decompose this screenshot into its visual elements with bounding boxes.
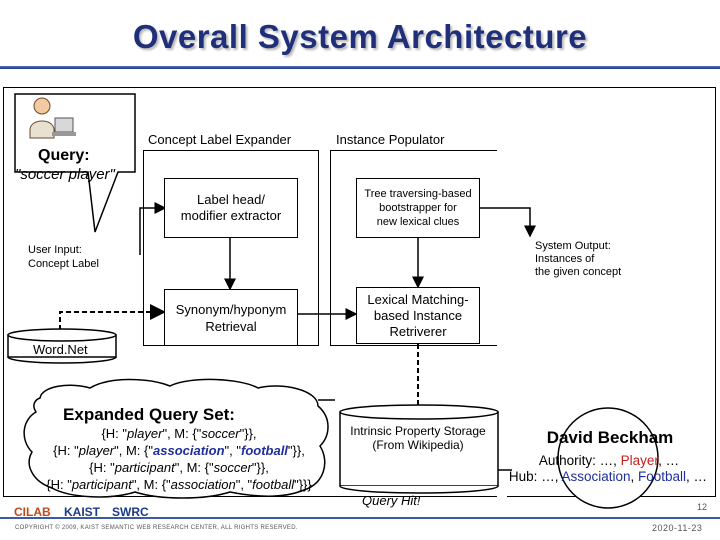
user-input-line1: User Input: — [28, 244, 82, 256]
input-arrow — [139, 202, 167, 255]
system-output-line3: the given concept — [535, 266, 622, 278]
query-hit-label: Query Hit! — [362, 493, 421, 508]
label-head-extractor-box: Label head/ modifier extractor — [164, 178, 298, 238]
storage-database-shape — [339, 404, 499, 494]
panel-gap — [497, 140, 507, 505]
expander-title: Concept Label Expander — [148, 132, 292, 147]
wordnet-dashed-link — [59, 304, 166, 330]
expanded-query-line-2: {H: "player", M: {"association", "footba… — [53, 443, 305, 458]
swrc-logo: SWRC — [112, 505, 149, 519]
storage-line1: Intrinsic Property Storage — [350, 424, 486, 438]
matching-line2: based Instance — [373, 307, 463, 323]
system-output-label: System Output: Instances of the given co… — [535, 240, 665, 279]
user-person-icon — [29, 97, 76, 139]
copyright-text: COPYRIGHT © 2009, KAIST SEMANTIC WEB RES… — [15, 525, 298, 531]
expanded-query-title: Expanded Query Set: — [63, 405, 235, 424]
expanded-query-line-3: {H: "participant", M: {"soccer"}}, — [89, 460, 269, 475]
matching-line3: Retriverer — [389, 323, 447, 339]
tree-bootstrapper-box: Tree traversing-based bootstrapper for n… — [356, 178, 480, 238]
storage-line2: (From Wikipedia) — [372, 438, 464, 452]
system-output-line2: Instances of — [535, 253, 595, 265]
page-number: 12 — [697, 502, 708, 512]
title-divider — [0, 66, 720, 69]
extractor-line1: Label head/ — [197, 192, 265, 207]
cilab-logo: CILAB — [14, 505, 51, 519]
storage-label: Intrinsic Property Storage (From Wikiped… — [343, 424, 493, 452]
lexical-matching-box: Lexical Matching- based Instance Retrive… — [356, 287, 480, 344]
query-text: "soccer player" — [15, 166, 115, 183]
populator-title: Instance Populator — [336, 132, 445, 147]
result-name: David Beckham — [546, 428, 674, 447]
matching-line1: Lexical Matching- — [367, 291, 469, 307]
synonym-retrieval-box: Synonym/hyponym Retrieval — [164, 289, 298, 346]
retrieval-line1: Synonym/hyponym — [175, 301, 287, 317]
result-authority: Authority: …, Player, … — [538, 453, 680, 468]
result-hub: Hub: …, Association, Football, … — [508, 469, 708, 484]
user-input-label: User Input: Concept Label — [28, 243, 99, 271]
expanded-query-cloud — [23, 378, 329, 499]
expanded-query-line-4: {H: "participant", M: {"association", "f… — [46, 477, 312, 492]
user-input-line2: Concept Label — [28, 258, 99, 270]
slide-title: Overall System Architecture — [132, 18, 588, 55]
bootstrapper-line1: Tree traversing-based — [364, 188, 472, 200]
query-label: Query: — [38, 147, 90, 164]
extractor-line2: modifier extractor — [180, 208, 282, 223]
bootstrapper-line2: bootstrapper for — [379, 202, 457, 214]
output-arrow — [480, 207, 536, 238]
expanded-query-line-1: {H: "player", M: {"soccer"}}, — [101, 426, 257, 441]
system-output-line1: System Output: — [535, 240, 611, 252]
slide-date: 2020-11-23 — [652, 523, 703, 533]
result-circle — [557, 407, 659, 509]
wordnet-database-shape — [7, 328, 117, 364]
wordnet-label: Word.Net — [33, 342, 88, 357]
bootstrapper-line3: new lexical clues — [376, 216, 460, 228]
retrieval-line2: Retrieval — [205, 318, 257, 334]
kaist-logo: KAIST — [64, 505, 100, 519]
